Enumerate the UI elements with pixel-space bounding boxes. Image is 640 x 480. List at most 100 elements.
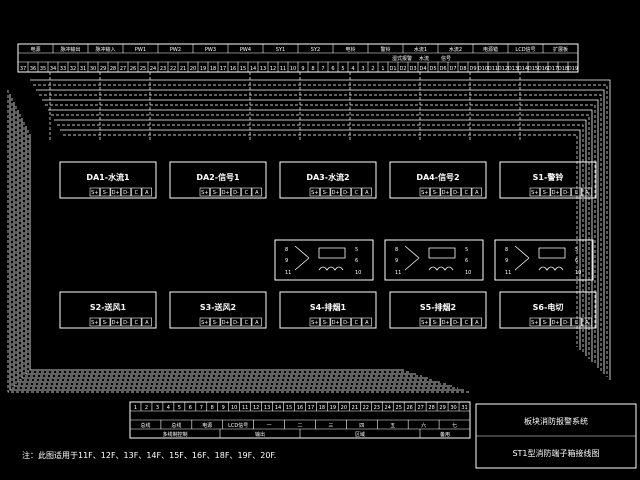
bottom-terminal-number: 8 [211,405,214,411]
top-header-label: 脉冲输入 [95,46,115,53]
module-terminal: S+ [91,320,98,326]
bottom-terminal-number: 11 [242,405,248,411]
bottom-group-label: 多线制控制 [162,431,187,438]
module-terminal: S- [213,190,218,196]
relay-pin: 9 [505,258,508,264]
module-label: S6-电切 [533,302,564,312]
module-terminal: D- [233,320,239,326]
top-terminal-number: D5 [429,66,436,72]
top-header-label: PW1 [135,47,146,53]
relay-pin: 10 [575,270,581,276]
bottom-terminal-number: 26 [406,405,412,411]
top-terminal-number: 36 [30,66,36,72]
top-terminal-number: D14 [518,66,528,72]
bottom-terminal-number: 21 [352,405,358,411]
bottom-label: 五 [390,423,395,429]
bottom-label: 一 [267,423,272,429]
module-terminal: S+ [311,190,318,196]
wire-run [33,84,608,377]
wire-run [45,104,596,365]
module-label: S3-送风2 [200,302,236,312]
module-terminal: S- [103,190,108,196]
relay-frame [274,239,374,281]
module-terminal: S+ [421,190,428,196]
module-label: S2-送风1 [90,302,127,312]
module-label: DA4-信号2 [416,172,459,182]
top-terminal-number: 29 [100,66,106,72]
top-terminal-number: 11 [280,66,286,72]
wire-run [21,118,428,379]
module-terminal: A [585,320,589,326]
module-terminal: A [475,320,479,326]
top-terminal-number: 3 [361,66,364,72]
top-terminal-number: 35 [40,66,46,72]
top-terminal-number: D7 [449,66,456,72]
module-terminal: S- [543,190,548,196]
module-terminal: S+ [531,320,538,326]
relay-pin: 11 [285,270,291,276]
top-header-label: SY2 [311,47,320,53]
top-terminal-number: 14 [250,66,256,72]
module-terminal: D- [343,190,349,196]
wire-run [57,124,584,353]
module-terminal: D- [343,320,349,326]
top-terminal-number: D2 [399,66,406,72]
module-terminal: S+ [91,190,98,196]
top-terminal-number: D8 [459,66,466,72]
drawing-title: ST1型消防端子箱接线图 [512,448,599,458]
top-header-label: 脉冲输出 [60,46,80,53]
top-terminal-number: D4 [419,66,426,72]
bottom-group-label: 输出 [255,431,265,438]
bottom-label: 总线 [140,422,150,429]
top-header-label: SY1 [276,47,285,53]
module-terminal: A [145,320,149,326]
module-terminal: A [145,190,149,196]
top-terminal-number: 2 [371,66,374,72]
top-terminal-number: D1 [389,66,396,72]
relay-pin: 8 [285,247,288,253]
bottom-terminal-number: 29 [439,405,445,411]
module-terminal: D+ [112,190,120,196]
bottom-terminal-number: 6 [189,405,192,411]
bottom-terminal-number: 20 [341,405,347,411]
module-label: S5-排烟2 [420,302,456,312]
top-terminal-number: D19 [568,66,578,72]
module-terminal: S- [213,320,218,326]
top-terminal-number: 7 [321,66,324,72]
module-frame [59,291,157,329]
relay-pin: 6 [355,258,358,264]
top-terminal-number: 33 [60,66,66,72]
module-terminal: S+ [421,320,428,326]
module-terminal: S- [433,190,438,196]
top-terminal-number: D17 [548,66,558,72]
module-terminal: C [575,190,579,196]
bottom-terminal-number: 16 [297,405,303,411]
relay-pin: 11 [505,270,511,276]
module-frame [59,161,157,199]
module-terminal: D+ [552,320,560,326]
top-terminal-number: 12 [270,66,276,72]
top-terminal-number: D13 [508,66,518,72]
module-terminal: D- [453,190,459,196]
module-terminal: A [365,320,369,326]
wire-run [11,98,458,389]
relay-pin: 8 [505,247,508,253]
wire-run [19,114,434,381]
project-title: 板块消防报警系统 [524,416,588,426]
module-terminal: C [135,190,139,196]
module-terminal: C [245,190,249,196]
top-terminal-number: 22 [170,66,176,72]
module-frame [279,161,377,199]
